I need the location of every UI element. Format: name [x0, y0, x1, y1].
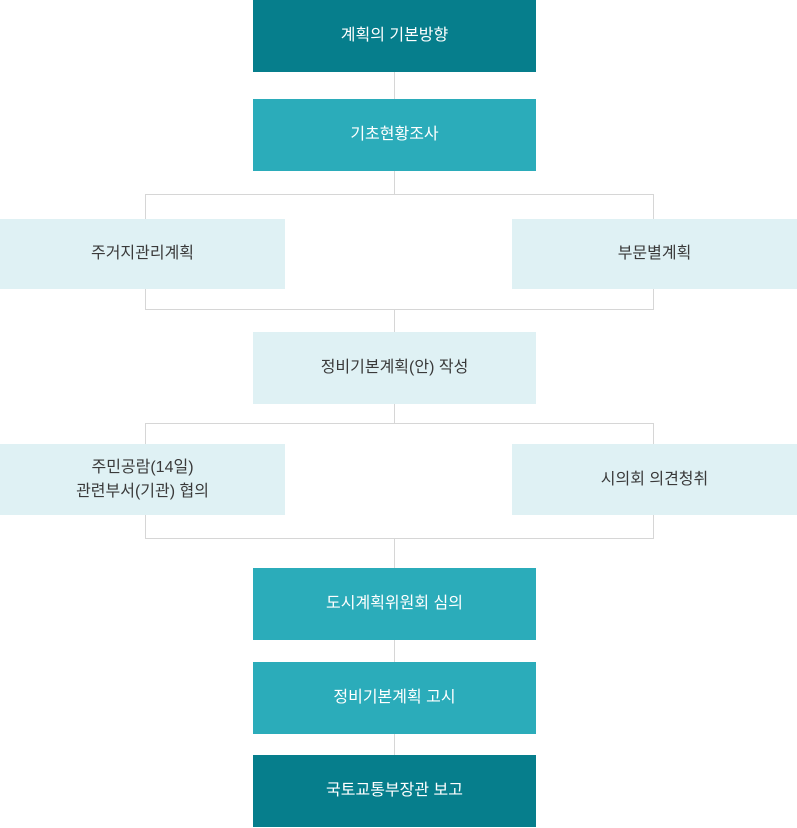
node-basic-direction: 계획의 기본방향	[253, 0, 536, 72]
connector-line-1	[394, 72, 395, 99]
connector-line-6	[394, 640, 395, 662]
node-residential-management-plan: 주거지관리계획	[0, 219, 285, 289]
connector-line-2	[394, 171, 395, 194]
node-minister-report: 국토교통부장관 보고	[253, 755, 536, 827]
node-urban-planning-committee-review: 도시계획위원회 심의	[253, 568, 536, 640]
connector-line-3	[394, 310, 395, 332]
connector-line-4	[394, 404, 395, 423]
node-master-plan-notice: 정비기본계획 고시	[253, 662, 536, 734]
node-public-inspection-consultation: 주민공람(14일) 관련부서(기관) 협의	[0, 444, 285, 515]
node-city-council-hearing: 시의회 의견청취	[512, 444, 797, 515]
connector-line-5	[394, 539, 395, 568]
node-sectoral-plan: 부문별계획	[512, 219, 797, 289]
node-baseline-survey: 기초현황조사	[253, 99, 536, 171]
connector-line-7	[394, 734, 395, 755]
node-draft-master-plan: 정비기본계획(안) 작성	[253, 332, 536, 404]
